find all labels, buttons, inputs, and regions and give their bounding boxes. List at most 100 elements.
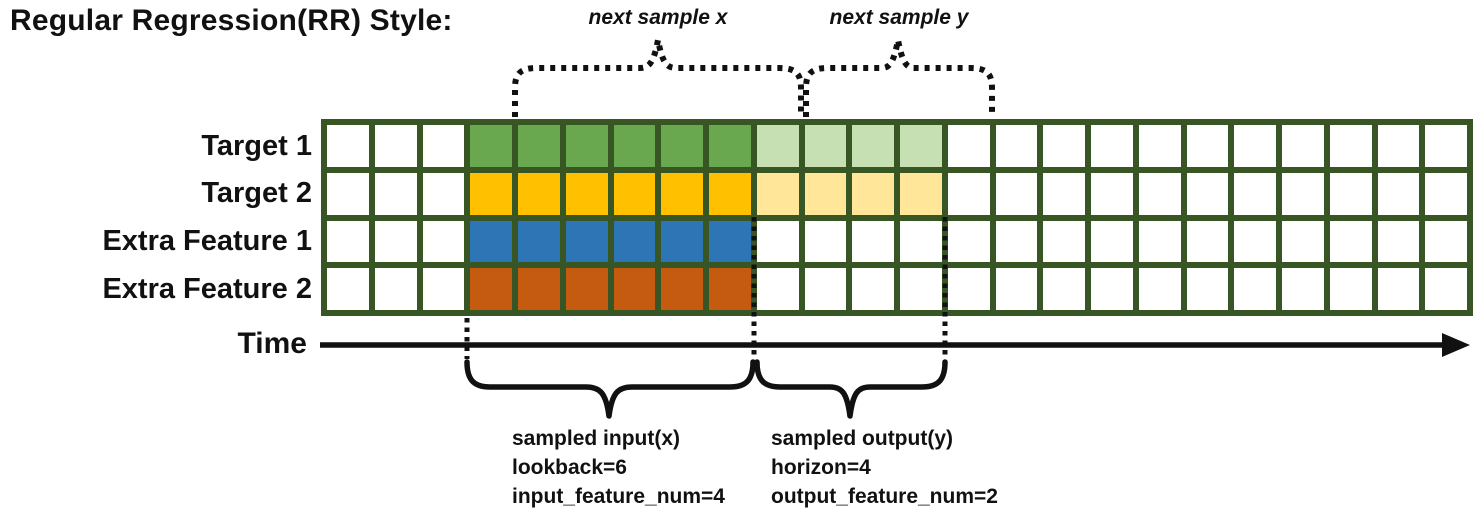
grid-cell: [1329, 125, 1372, 167]
grid-cell: [852, 125, 894, 167]
grid-cell: [995, 268, 1038, 310]
grid-cell: [1377, 125, 1420, 167]
grid-cell: [900, 125, 942, 167]
row-label: Extra Feature 1: [102, 225, 312, 257]
row-label: Target 2: [201, 177, 312, 210]
grid-cell: [709, 172, 751, 215]
grid-cell: [327, 125, 369, 167]
grid-cell: [1138, 220, 1181, 263]
grid-cell: [1234, 172, 1276, 215]
grid-cell: [1186, 220, 1229, 263]
grid-cell: [613, 125, 656, 167]
grid-cell: [422, 172, 465, 215]
grid-cell: [1091, 268, 1133, 310]
grid-cell: [565, 220, 608, 263]
grid-cell: [470, 268, 512, 310]
grid-cell: [613, 268, 656, 310]
grid-cell: [1282, 172, 1324, 215]
grid-cell: [995, 125, 1038, 167]
grid-cell: [470, 125, 512, 167]
grid-cell: [1043, 220, 1085, 263]
page-title: Regular Regression(RR) Style:: [10, 4, 453, 37]
grid-cell: [374, 125, 417, 167]
grid-cell: [661, 220, 703, 263]
grid-cell: [661, 125, 703, 167]
grid-cell: [1234, 125, 1276, 167]
grid-cell: [756, 172, 799, 215]
grid-cell: [947, 268, 990, 310]
grid-cell: [1234, 220, 1276, 263]
grid-cell: [327, 220, 369, 263]
grid-cell: [374, 172, 417, 215]
grid-cell: [1282, 268, 1324, 310]
grid-cell: [327, 172, 369, 215]
grid-cell: [1282, 220, 1324, 263]
grid-cell: [1043, 172, 1085, 215]
sampled-input-brace: [464, 359, 756, 419]
input-feature-num-value: input_feature_num=4: [512, 485, 725, 508]
grid-cell: [1186, 268, 1229, 310]
grid-cell: [1091, 220, 1133, 263]
grid-cell: [1043, 268, 1085, 310]
output-feature-num-value: output_feature_num=2: [771, 485, 998, 508]
grid-cell: [756, 220, 799, 263]
grid-cell: [470, 172, 512, 215]
grid-cell: [804, 125, 847, 167]
grid-cell: [1186, 125, 1229, 167]
grid-cell: [1234, 268, 1276, 310]
grid-cell: [804, 172, 847, 215]
next-sample-x-label: next sample x: [588, 6, 728, 29]
grid-cell: [1329, 220, 1372, 263]
grid-cell: [1282, 125, 1324, 167]
grid-cell: [565, 172, 608, 215]
grid-cell: [422, 125, 465, 167]
next-sample-x-brace: [512, 39, 804, 117]
grid-cell: [804, 220, 847, 263]
grid-cell: [565, 268, 608, 310]
grid-cell: [661, 268, 703, 310]
grid-cell: [422, 268, 465, 310]
sampled-input-text: sampled input(x) lookback=6 input_featur…: [512, 424, 725, 511]
grid-cell: [852, 268, 894, 310]
grid-cell: [709, 220, 751, 263]
grid-cell: [518, 172, 560, 215]
grid-cell: [1377, 172, 1420, 215]
time-axis-label: Time: [237, 327, 307, 360]
grid-cell: [1138, 268, 1181, 310]
sampled-output-text: sampled output(y) horizon=4 output_featu…: [771, 424, 998, 511]
grid-cell: [1091, 125, 1133, 167]
grid-cell: [852, 172, 894, 215]
grid-cell: [947, 172, 990, 215]
grid-cell: [1425, 172, 1467, 215]
grid-cell: [900, 172, 942, 215]
grid-cell: [1186, 172, 1229, 215]
grid-cell: [518, 268, 560, 310]
grid-cell: [1043, 125, 1085, 167]
grid-cell: [1329, 172, 1372, 215]
grid-cell: [1425, 268, 1467, 310]
grid-cell: [900, 268, 942, 310]
grid-cell: [947, 125, 990, 167]
grid-cell: [422, 220, 465, 263]
grid-cell: [518, 125, 560, 167]
row-label: Extra Feature 2: [102, 272, 312, 305]
grid-cell: [756, 125, 799, 167]
sampling-grid: [321, 119, 1473, 316]
grid-cell: [374, 220, 417, 263]
grid-cell: [1329, 268, 1372, 310]
grid-cell: [900, 220, 942, 263]
sampled-output-brace: [754, 359, 948, 419]
lookback-value: lookback=6: [512, 456, 627, 479]
grid-cell: [565, 125, 608, 167]
grid-cell: [756, 268, 799, 310]
grid-cell: [327, 268, 369, 310]
grid-cell: [1091, 172, 1133, 215]
grid-cell: [995, 220, 1038, 263]
grid-cell: [1138, 172, 1181, 215]
grid-cell: [613, 220, 656, 263]
grid-cell: [852, 220, 894, 263]
grid-cell: [661, 172, 703, 215]
grid-cell: [1425, 220, 1467, 263]
grid-cell: [613, 172, 656, 215]
grid-cell: [1425, 125, 1467, 167]
